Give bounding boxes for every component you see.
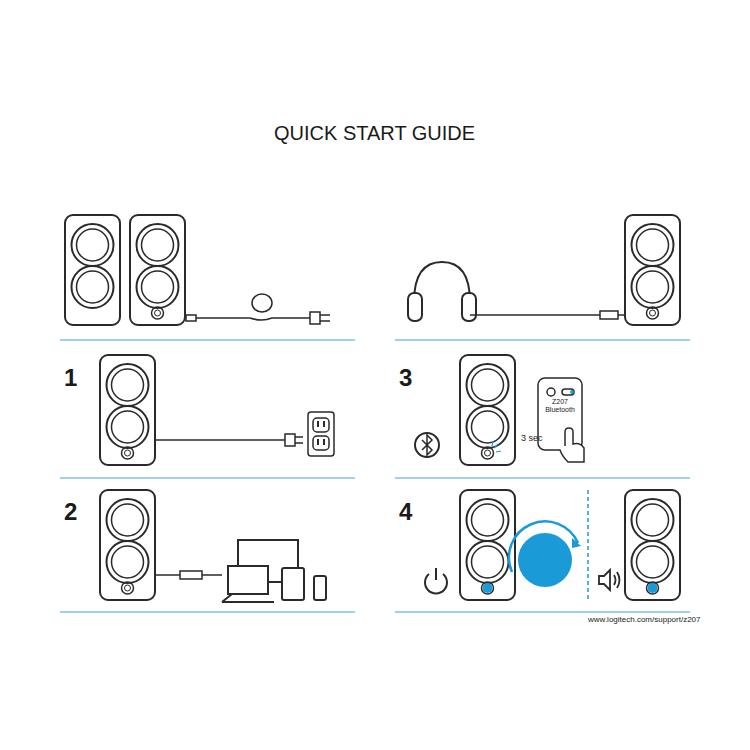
- support-url: www.logitech.com/support/z207: [588, 615, 701, 624]
- title: QUICK START GUIDE: [274, 122, 475, 145]
- step-number: 2: [64, 498, 77, 526]
- step-number: 4: [399, 498, 412, 526]
- screen-text: Z207 Bluetooth: [541, 398, 579, 413]
- step-number: 3: [399, 364, 412, 392]
- hold-time: 3 sec: [521, 433, 543, 443]
- phone-screen: Z207 Bluetooth: [541, 398, 579, 414]
- step-number: 1: [64, 364, 77, 392]
